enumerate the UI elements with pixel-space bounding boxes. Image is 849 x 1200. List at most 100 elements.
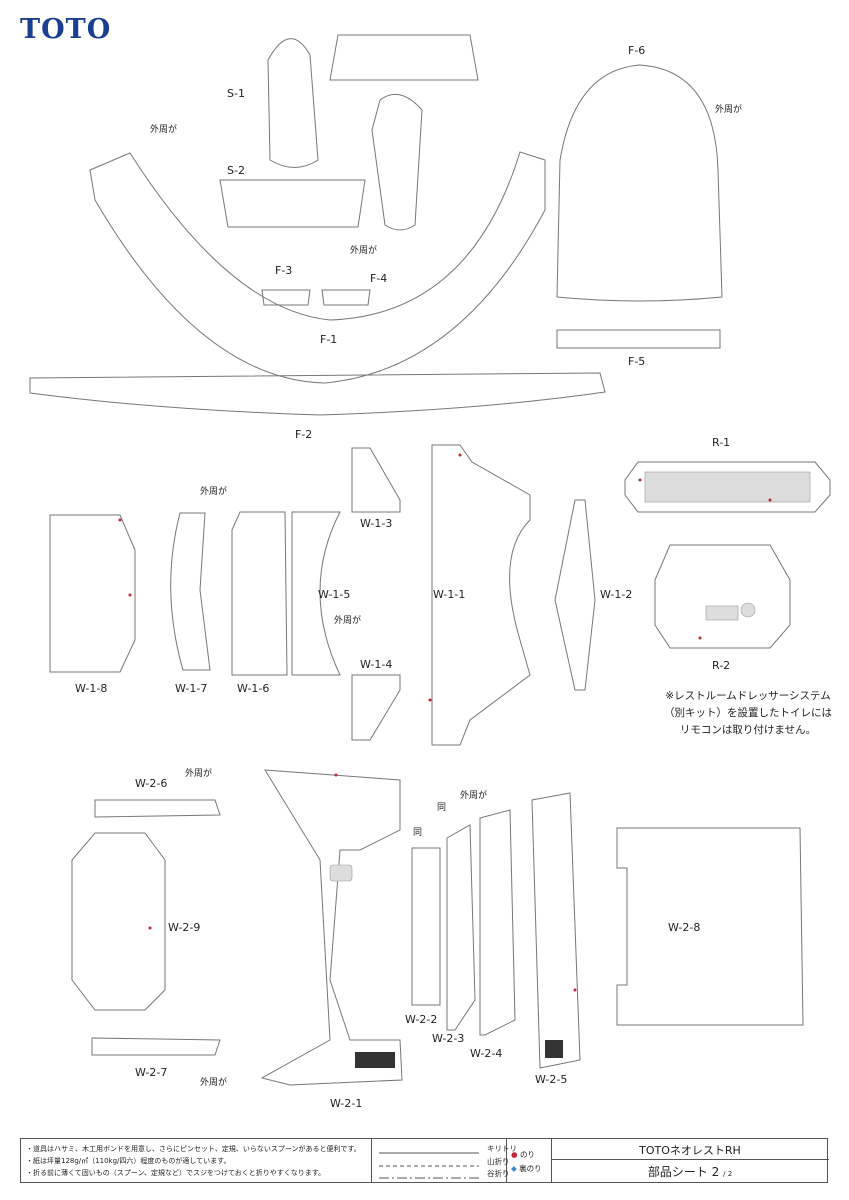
cut-hint-w26: 外周が [185,769,213,779]
part-w21 [260,769,403,1086]
footer-note-1: ・道具はハサミ、木工用ボンドを用意し、さらにピンセット、定規、いらないスプーンが… [26,1145,361,1153]
part-f2 [29,372,606,416]
part-s1-trap [329,34,479,81]
r2-dial [740,602,756,618]
part-f1 [89,151,546,384]
sheet-title: 部品シート 2 / 2 [551,1163,829,1180]
label-w27: W-2-7 [135,1066,168,1079]
label-w28: W-2-8 [668,921,701,934]
label-w25: W-2-5 [535,1073,568,1086]
note-line-1: ※レストルームドレッサーシステム [665,690,831,702]
label-f6: F-6 [628,44,646,57]
footer-divider [551,1139,552,1182]
label-w11: W-1-1 [433,588,466,601]
part-w14 [351,674,401,741]
label-r2: R-2 [712,659,731,672]
w21-window [329,864,353,882]
footer-divider [551,1159,829,1160]
label-w17: W-1-7 [175,682,208,695]
label-f2: F-2 [295,428,313,441]
cut-hint-w27: 外周が [200,1078,228,1088]
cut-hint-f1: 外周が [150,125,178,135]
legend-valley: 谷折り [379,1169,510,1182]
legend-mountain: 山折り [379,1157,510,1170]
r2-screen [705,605,739,621]
back-glue-icon: ◆ [511,1164,517,1173]
footer-notes: ・道具はハサミ、木工用ボンドを用意し、さらにピンセット、定規、いらないスプーンが… [26,1143,361,1179]
part-r1 [624,461,831,513]
label-w15: W-1-5 [318,588,351,601]
label-s2: S-2 [227,164,245,177]
part-w22 [411,847,441,1006]
label-w26: W-2-6 [135,777,168,790]
note-line-2: （別キット）を設置したトイレには [664,707,832,719]
label-w13: W-1-3 [360,517,393,530]
cut-hint-f4: 外周が [350,246,378,256]
part-s1-oval [267,38,319,168]
cut-hint-f6: 外周が [715,105,743,115]
legend-valley-label: 谷折り [487,1169,510,1178]
part-s2-trap [219,179,366,228]
glue-back: ◆ 裏のり [511,1163,542,1174]
glue-back-label: 裏のり [519,1164,542,1173]
part-s-oval2 [371,93,423,231]
label-w24: W-2-4 [470,1047,503,1060]
part-r2 [654,544,791,649]
part-w27 [91,1037,221,1056]
label-r1: R-1 [712,436,731,449]
part-w11 [431,444,531,746]
footer-divider [506,1139,507,1182]
label-f3: F-3 [275,264,293,277]
glue-front: ● のり [511,1149,535,1160]
part-w18 [49,514,136,673]
label-w21: W-2-1 [330,1097,363,1110]
product-title: TOTOネオレストRH [639,1144,741,1157]
part-w26 [94,799,221,818]
part-f6 [556,64,723,302]
part-w15 [291,511,341,676]
label-w22: W-2-2 [405,1013,438,1026]
glue-dot-icon: ● [511,1150,518,1159]
footer-note-3: ・折る前に薄くて固いもの（スプーン、定規など）でスジをつけておくと折りやすくなり… [26,1169,326,1177]
label-w14: W-1-4 [360,658,393,671]
glue-dots [118,453,772,992]
part-w28 [616,827,804,1026]
part-w13 [351,447,401,513]
footer-divider [371,1139,372,1182]
part-w24 [479,809,516,1036]
part-f4 [321,289,371,306]
label-w23: W-2-3 [432,1032,465,1045]
part-w25 [531,792,581,1069]
label-w29: W-2-9 [168,921,201,934]
part-w12 [554,499,596,691]
legend-cut: キリトリ [379,1144,517,1157]
label-f4: F-4 [370,272,388,285]
footer-panel: ・道具はハサミ、木工用ボンドを用意し、さらにピンセット、定規、いらないスプーンが… [20,1138,829,1183]
label-w16: W-1-6 [237,682,270,695]
w25-vent [545,1040,563,1058]
part-w17 [170,512,211,671]
label-f1: F-1 [320,333,338,346]
part-w29 [71,832,166,1011]
cut-hint-w15: 外周が [334,616,362,626]
label-w18: W-1-8 [75,682,108,695]
cut-hint-w24: 外周が [460,791,488,801]
cut-hint-w17: 外周が [200,487,228,497]
part-w23 [446,824,476,1031]
remote-note: ※レストルームドレッサーシステム （別キット）を設置したトイレには リモコンは取… [648,688,848,739]
note-line-3: リモコンは取り付けません。 [679,724,817,736]
legend-cut-label: キリトリ [487,1144,517,1153]
sheet-page: / 2 [723,1170,733,1178]
glue-front-label: のり [519,1150,535,1159]
part-f5 [556,329,721,349]
label-w12: W-1-2 [600,588,633,601]
legend-mountain-label: 山折り [487,1157,510,1166]
same-hint-w22: 同 [413,828,423,838]
toto-logo: TOTO [20,14,112,45]
part-w16 [231,511,288,676]
w21-vent [355,1052,395,1068]
same-hint-w23: 同 [437,803,447,813]
label-s1: S-1 [227,87,245,100]
footer-note-2: ・紙は坪量128g/㎡（110kg/四六）程度のものが適しています。 [26,1157,231,1165]
